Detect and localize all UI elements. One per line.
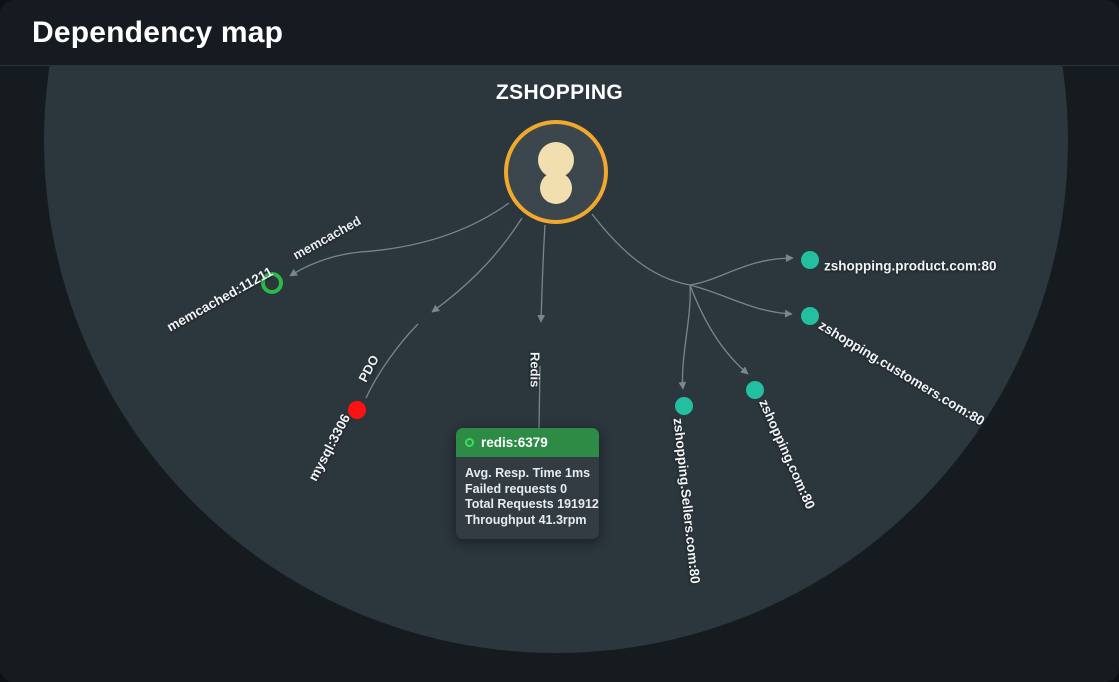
tooltip-stat: Total Requests 191912 [465, 497, 599, 511]
tooltip-stat: Avg. Resp. Time 1ms [465, 466, 591, 480]
root-node-label: ZSHOPPING [495, 81, 624, 104]
edge-bundle-sellers [678, 284, 691, 390]
edge-bundle-customers [689, 284, 793, 318]
tooltip-header: redis:6379 [456, 428, 599, 457]
tooltip-title: redis:6379 [481, 435, 548, 450]
service-avatar-icon-head [538, 142, 574, 178]
graph-node-zshopping[interactable] [746, 381, 764, 399]
tooltip-stat: Failed requests 0 [465, 481, 568, 496]
graph-node-product[interactable] [801, 251, 819, 269]
service-avatar-icon-body [540, 172, 572, 204]
page-title: Dependency map [32, 15, 284, 49]
map-backdrop-circle [44, 66, 1068, 653]
dependency-graph[interactable] [0, 66, 1119, 682]
graph-node-customers[interactable] [801, 307, 819, 325]
graph-node-mysql[interactable] [348, 401, 366, 419]
edge-bundle-product [689, 254, 794, 286]
edge-bundle-zshopping [689, 284, 749, 375]
edge-root-redis [537, 224, 546, 323]
circle-outline-icon [465, 438, 474, 447]
root-node-zshopping[interactable] [504, 120, 608, 224]
graph-node-memcached[interactable] [261, 272, 283, 294]
graph-nodes[interactable] [261, 251, 819, 419]
graph-node-sellers[interactable] [675, 397, 693, 415]
edge-root-mysql [431, 217, 523, 313]
tooltip-stat: Throughput 41.3rpm [465, 512, 587, 527]
edge-root-memcached [289, 202, 510, 277]
graph-edges [289, 202, 794, 429]
edge-root-bundle [591, 213, 691, 286]
edge-redis-tail [538, 365, 541, 429]
edge-mysql-tail [365, 323, 419, 399]
app-header: Dependency map [0, 0, 1119, 66]
